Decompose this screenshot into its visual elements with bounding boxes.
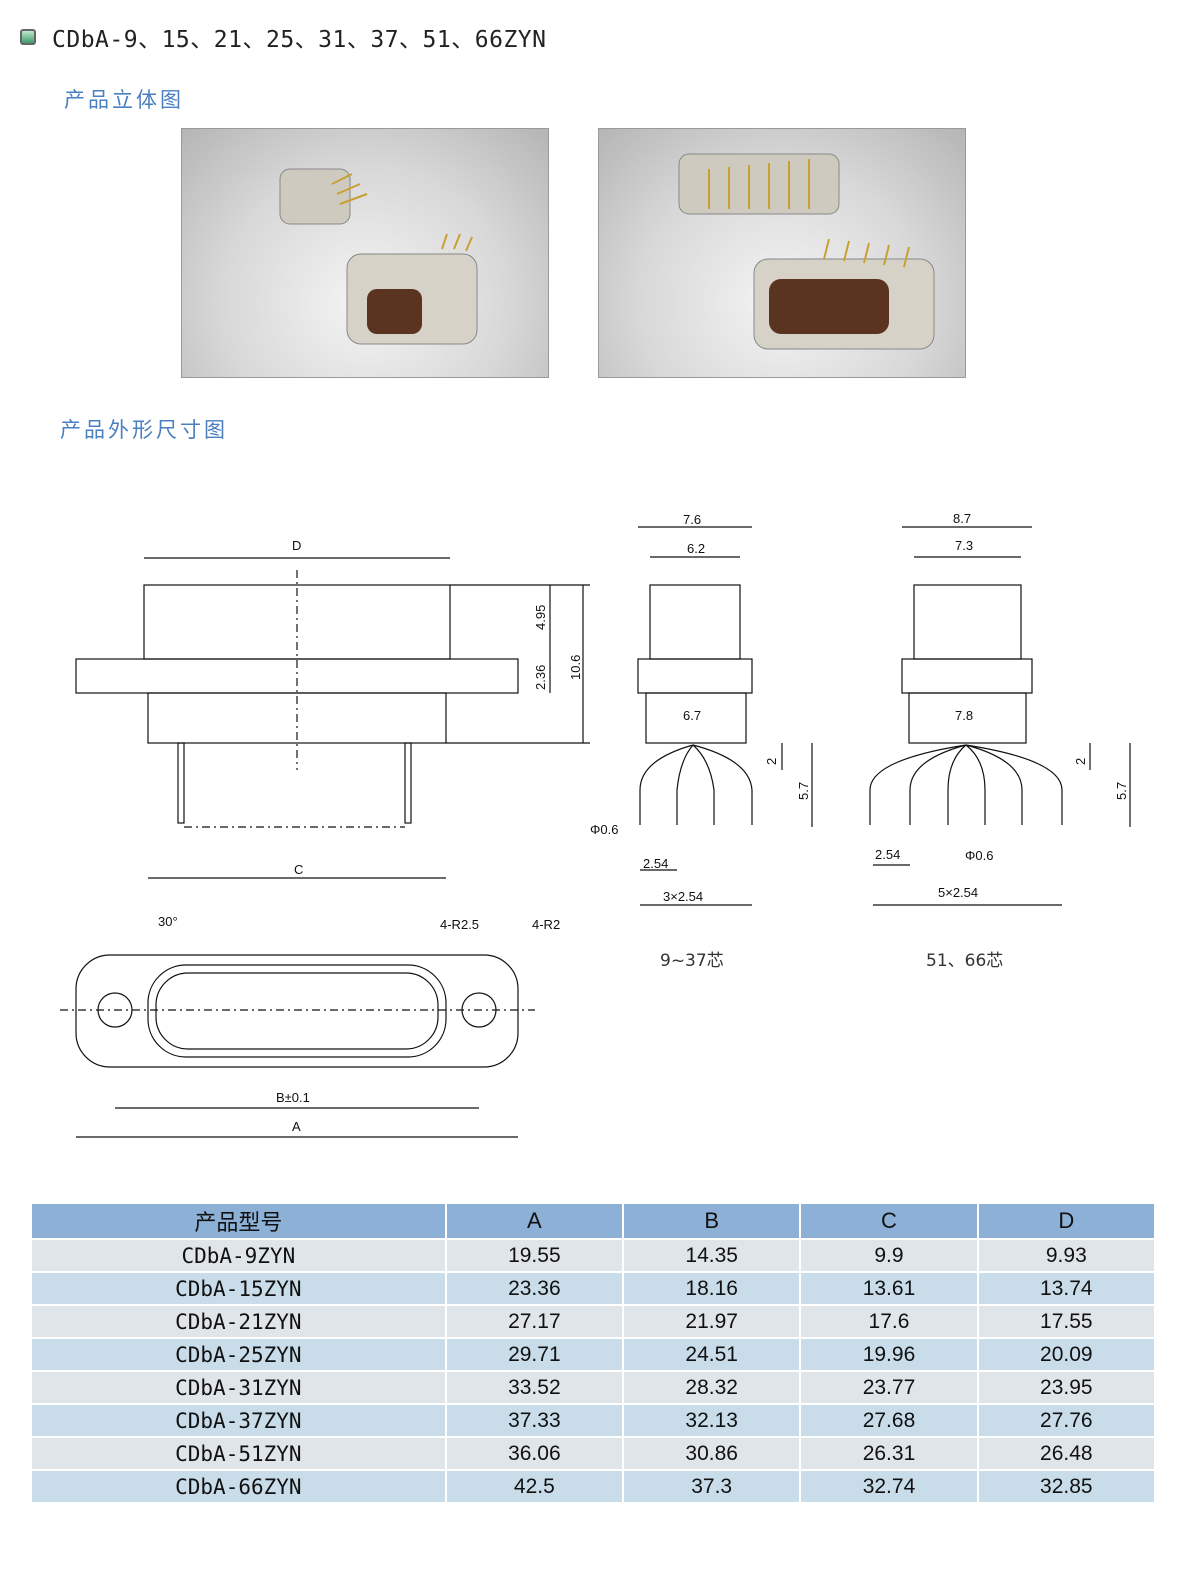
- cell-value: 32.13: [624, 1405, 800, 1436]
- cell-value: 23.95: [978, 1372, 1154, 1403]
- cell-value: 18.16: [624, 1273, 800, 1304]
- caption-9-37: 9~37芯: [660, 951, 724, 971]
- side1-width-3: 6.7: [683, 708, 701, 723]
- dim-angle: 30°: [158, 914, 178, 929]
- header-D: D: [978, 1204, 1154, 1238]
- bullet-icon: [20, 29, 36, 45]
- dim-r2-5: 4-R2.5: [440, 917, 479, 932]
- cell-model: CDbA-15ZYN: [32, 1273, 445, 1304]
- cell-value: 20.09: [978, 1339, 1154, 1370]
- header-A: A: [446, 1204, 623, 1238]
- cell-value: 27.76: [978, 1405, 1154, 1436]
- dim-4-95: 4.95: [533, 605, 548, 630]
- cell-value: 27.17: [446, 1306, 623, 1337]
- side2-height-1: 2: [1073, 758, 1088, 765]
- cell-model: CDbA-51ZYN: [32, 1438, 445, 1469]
- side1-pin-diameter: Φ0.6: [590, 822, 618, 837]
- side2-width-2: 7.3: [955, 538, 973, 553]
- section-3d-view: 产品立体图: [64, 88, 184, 112]
- header-C: C: [801, 1204, 977, 1238]
- cell-model: CDbA-31ZYN: [32, 1372, 445, 1403]
- cell-value: 23.77: [801, 1372, 977, 1403]
- cell-value: 26.31: [801, 1438, 977, 1469]
- cell-value: 29.71: [446, 1339, 623, 1370]
- side2-pitch: 2.54: [875, 847, 900, 862]
- cell-value: 42.5: [446, 1471, 623, 1502]
- cell-value: 32.85: [978, 1471, 1154, 1502]
- side2-pin-diameter: Φ0.6: [965, 848, 993, 863]
- side1-width-2: 6.2: [687, 541, 705, 556]
- product-title: CDbA-9、15、21、25、31、37、51、66ZYN: [20, 20, 547, 54]
- dim-r2: 4-R2: [532, 917, 560, 932]
- cell-value: 28.32: [624, 1372, 800, 1403]
- header-model: 产品型号: [32, 1204, 445, 1238]
- cell-value: 32.74: [801, 1471, 977, 1502]
- side2-width-3: 7.8: [955, 708, 973, 723]
- side2-width-1: 8.7: [953, 511, 971, 526]
- cell-value: 19.55: [446, 1240, 623, 1271]
- cell-model: CDbA-25ZYN: [32, 1339, 445, 1370]
- cell-value: 37.3: [624, 1471, 800, 1502]
- dim-10-6: 10.6: [568, 655, 583, 680]
- header-B: B: [624, 1204, 800, 1238]
- side2-total: 5×2.54: [938, 885, 978, 900]
- cell-value: 27.68: [801, 1405, 977, 1436]
- side1-width-1: 7.6: [683, 512, 701, 527]
- side1-pitch: 2.54: [643, 856, 668, 871]
- cell-value: 9.9: [801, 1240, 977, 1271]
- cell-model: CDbA-66ZYN: [32, 1471, 445, 1502]
- cell-value: 26.48: [978, 1438, 1154, 1469]
- cell-value: 36.06: [446, 1438, 623, 1469]
- cell-value: 9.93: [978, 1240, 1154, 1271]
- cell-value: 13.61: [801, 1273, 977, 1304]
- cell-value: 24.51: [624, 1339, 800, 1370]
- side2-height-2: 5.7: [1114, 782, 1129, 800]
- dimension-drawing: D 4.95 2.36 10.6 C 30° 4-R2.5 4-R2 B±0.1…: [60, 511, 1131, 1138]
- cell-value: 17.6: [801, 1306, 977, 1337]
- cell-value: 37.33: [446, 1405, 623, 1436]
- side1-height-1: 2: [764, 758, 779, 765]
- product-photo-large: [598, 128, 966, 378]
- cell-model: CDbA-21ZYN: [32, 1306, 445, 1337]
- cell-value: 21.97: [624, 1306, 800, 1337]
- cell-value: 13.74: [978, 1273, 1154, 1304]
- cell-value: 30.86: [624, 1438, 800, 1469]
- dim-2-36: 2.36: [533, 665, 548, 690]
- side1-height-2: 5.7: [796, 782, 811, 800]
- dim-A: A: [292, 1119, 301, 1134]
- dim-C: C: [294, 862, 303, 877]
- cell-value: 23.36: [446, 1273, 623, 1304]
- side1-total: 3×2.54: [663, 889, 703, 904]
- cell-value: 33.52: [446, 1372, 623, 1403]
- caption-51-66: 51、66芯: [926, 951, 1004, 971]
- cell-model: CDbA-37ZYN: [32, 1405, 445, 1436]
- title-text: CDbA-9、15、21、25、31、37、51、66ZYN: [52, 27, 547, 53]
- cell-value: 17.55: [978, 1306, 1154, 1337]
- product-photo-small: [181, 128, 549, 378]
- section-dimensions: 产品外形尺寸图: [60, 418, 228, 442]
- cell-model: CDbA-9ZYN: [32, 1240, 445, 1271]
- dim-D: D: [292, 538, 301, 553]
- dim-B: B±0.1: [276, 1090, 310, 1105]
- cell-value: 14.35: [624, 1240, 800, 1271]
- cell-value: 19.96: [801, 1339, 977, 1370]
